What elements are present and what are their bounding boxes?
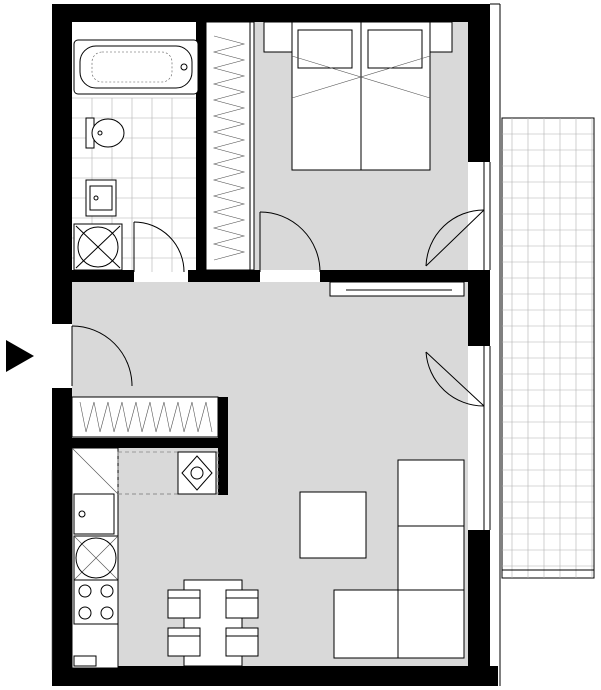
entry-arrow-icon (6, 340, 34, 372)
table-icon (167, 579, 259, 667)
fridge (73, 655, 97, 667)
sink-icon (85, 179, 117, 217)
sofa-icon (333, 459, 465, 659)
stove-icon (73, 579, 119, 625)
doors (71, 209, 485, 407)
shower-icon (73, 223, 123, 271)
sink-icon (73, 493, 115, 535)
coffee-table (299, 491, 367, 559)
kitchen-cabinet (73, 535, 119, 581)
balcony (501, 117, 595, 579)
walls (52, 4, 498, 686)
window-lines (51, 3, 501, 686)
hallway-floor (72, 282, 468, 397)
toilet-icon (85, 117, 125, 149)
balcony-door-top (425, 209, 485, 267)
radiator (329, 281, 465, 297)
bedroom-wardrobe (205, 21, 255, 271)
hallway-wardrobe (71, 396, 219, 438)
bed-icon (263, 21, 453, 171)
balcony-door-bottom (425, 351, 485, 407)
bathtub-icon (73, 39, 199, 95)
